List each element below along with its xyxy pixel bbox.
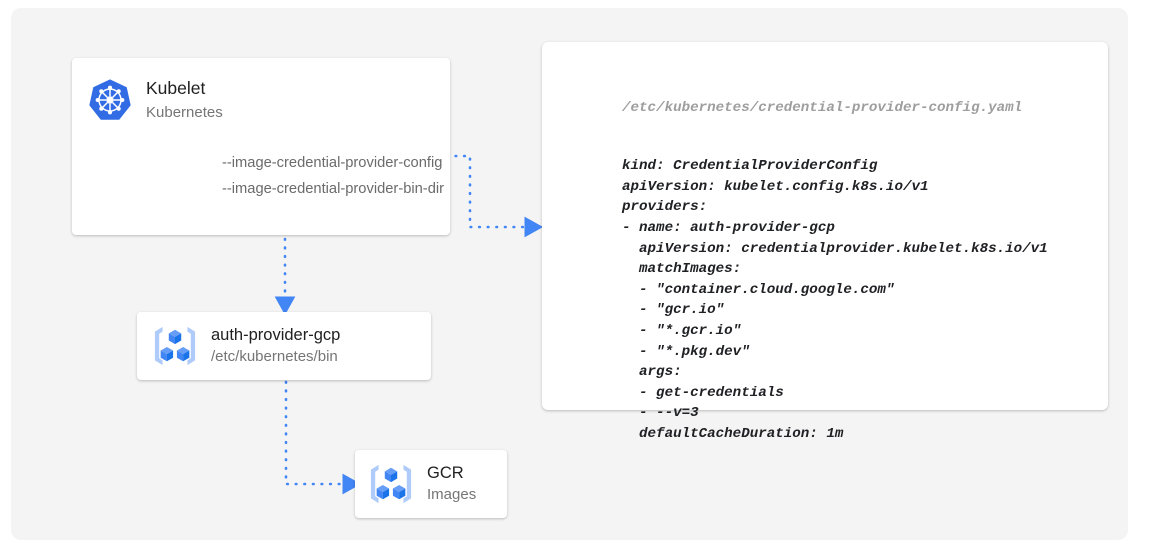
- yaml-file-path: /etc/kubernetes/credential-provider-conf…: [622, 100, 1023, 116]
- credential-provider-config-panel[interactable]: /etc/kubernetes/credential-provider-conf…: [542, 42, 1108, 442]
- kubelet-flag-image-credential-provider-config: --image-credential-provider-config: [222, 155, 443, 171]
- yaml-file-content: kind: CredentialProviderConfig apiVersio…: [622, 158, 1048, 442]
- kubernetes-logo-icon: [89, 79, 131, 120]
- gcp-container-registry-icon: [370, 464, 412, 504]
- kubelet-card-header: Kubelet Kubernetes: [72, 58, 223, 124]
- kubelet-flags-list: --image-credential-provider-config --ima…: [222, 150, 444, 202]
- kubelet-card[interactable]: Kubelet Kubernetes --image-credential-pr…: [72, 58, 450, 235]
- gcp-container-registry-icon: [154, 326, 196, 366]
- auth-provider-gcp-title: auth-provider-gcp: [211, 326, 341, 344]
- gcr-title: GCR: [427, 464, 464, 482]
- kubelet-flag-image-credential-provider-bin-dir: --image-credential-provider-bin-dir: [222, 181, 445, 197]
- auth-provider-gcp-subtitle: /etc/kubernetes/bin: [211, 348, 338, 365]
- kubelet-title: Kubelet: [146, 78, 206, 98]
- gcr-subtitle: Images: [427, 486, 477, 503]
- auth-provider-gcp-card[interactable]: auth-provider-gcp /etc/kubernetes/bin: [137, 312, 431, 380]
- gcr-card[interactable]: GCR Images: [355, 450, 507, 518]
- kubelet-subtitle: Kubernetes: [146, 104, 223, 121]
